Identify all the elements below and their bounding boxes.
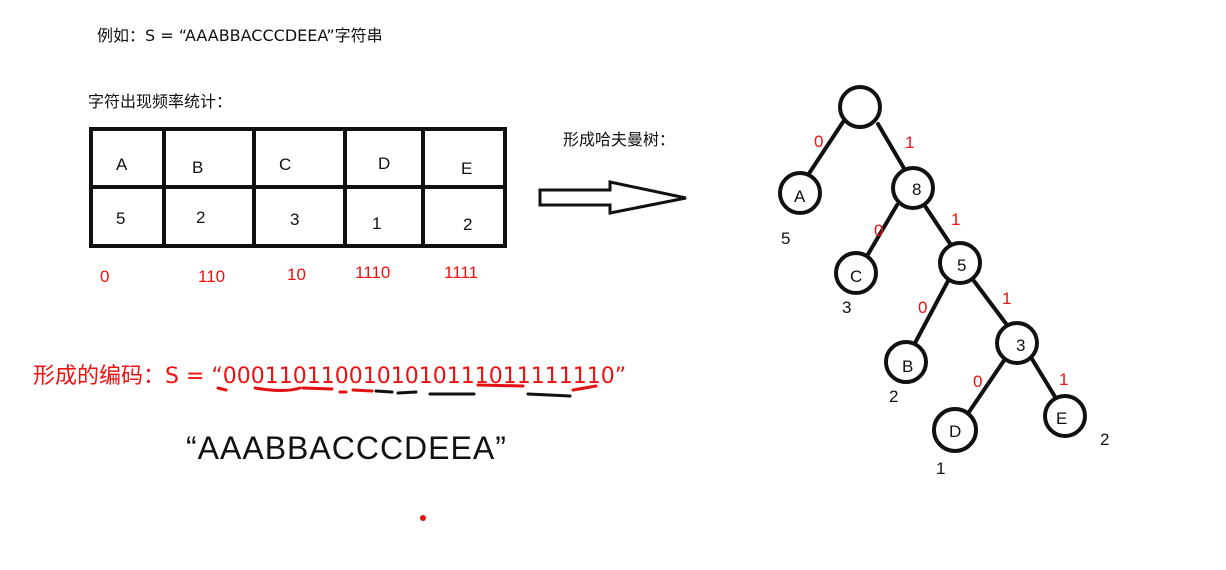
leaf-weight: 5 [781, 229, 790, 248]
underline-mark [253, 386, 302, 392]
tree-edge [876, 122, 907, 172]
tree-node-a [778, 171, 822, 215]
underline-mark [216, 386, 228, 392]
edge-bit-label: 0 [814, 132, 823, 151]
tree-edge [967, 357, 1007, 414]
code-label: 10 [287, 265, 306, 284]
table-count-cell: 3 [290, 210, 299, 229]
tree-node-d [932, 407, 978, 453]
edge-bit-label: 0 [874, 221, 883, 240]
red-dot [420, 515, 426, 521]
tree-edges [806, 120, 1059, 414]
encoded-string: 形成的编码：S = “0001101100101010111011111110” [33, 364, 627, 389]
tree-edge [1030, 357, 1059, 402]
table-char-cell: D [378, 154, 390, 173]
tree-node-c [834, 251, 878, 295]
table-char-cell: B [192, 158, 203, 177]
tree-node-label: A [794, 187, 806, 206]
code-label: 1110 [355, 263, 390, 282]
tree-node-e [1043, 394, 1087, 438]
tree-node-root [838, 85, 882, 129]
tree-edge [913, 279, 950, 345]
tree-node-5 [938, 241, 982, 285]
table-char-cell: C [279, 155, 291, 174]
edge-bit-label: 1 [951, 210, 960, 229]
tree-edge [865, 203, 899, 258]
code-label: 0 [100, 267, 109, 286]
tree-node-label: 3 [1016, 336, 1025, 355]
leaf-weight: 2 [889, 387, 898, 406]
underline-mark [374, 389, 394, 394]
tree-node-label: C [850, 267, 862, 286]
edge-bit-label: 0 [918, 298, 927, 317]
tree-node-label: E [1056, 409, 1067, 428]
table-count-cell: 5 [116, 209, 125, 228]
frequency-title: 字符出现频率统计： [88, 92, 233, 111]
table-char-cell: A [116, 155, 128, 174]
leaf-weight: 3 [842, 298, 851, 317]
table-count-cell: 2 [196, 208, 205, 227]
edge-bit-label: 1 [1002, 289, 1011, 308]
tree-edge [806, 120, 845, 177]
tree-node-8 [891, 166, 935, 210]
underline-mark [571, 384, 598, 392]
table-char-cell: E [461, 159, 472, 178]
table-count-cell: 1 [372, 214, 381, 233]
code-label: 1111 [444, 263, 478, 282]
tree-edge [923, 204, 953, 247]
tree-nodes [778, 85, 1087, 453]
edge-bit-label: 0 [973, 372, 982, 391]
huffman-tree-title: 形成哈夫曼树： [563, 130, 676, 149]
underline-mark [396, 390, 418, 395]
edge-bit-label: 1 [905, 133, 914, 152]
underline-mark [476, 383, 525, 388]
encoding-underlines [216, 383, 598, 398]
underline-mark [301, 386, 334, 391]
tree-node-label: 8 [912, 180, 921, 199]
leaf-weight: 2 [1100, 430, 1109, 449]
example-string-text: 例如：S = “AAABBACCCDEEA”字符串 [97, 26, 383, 45]
tree-node-b [884, 340, 928, 384]
arrow-right-icon [538, 180, 687, 215]
underline-mark [526, 392, 572, 398]
code-label: 110 [198, 267, 225, 286]
tree-node-label: D [949, 422, 961, 441]
tree-edge [972, 279, 1009, 327]
edge-bit-label: 1 [1059, 370, 1068, 389]
tree-node-label: 5 [957, 256, 966, 275]
frequency-table: A B C D E 5 2 3 1 2 [89, 127, 507, 248]
underline-mark [351, 388, 374, 393]
table-count-cell: 2 [463, 215, 472, 234]
tree-node-3 [995, 321, 1039, 365]
tree-node-label: B [902, 357, 913, 376]
leaf-weight: 1 [936, 459, 945, 478]
decoded-string: “AAABBACCCDEEA” [186, 430, 507, 466]
